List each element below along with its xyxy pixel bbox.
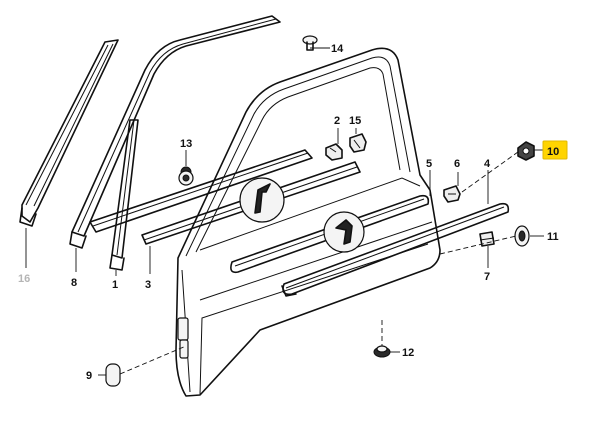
callout-3[interactable]: 3 bbox=[145, 279, 151, 291]
callout-2[interactable]: 2 bbox=[334, 115, 340, 127]
part-12-plug[interactable] bbox=[373, 345, 391, 358]
callout-10[interactable]: 10 bbox=[547, 146, 559, 158]
callout-4[interactable]: 4 bbox=[484, 158, 491, 170]
callout-13[interactable]: 13 bbox=[180, 138, 192, 150]
callout-1[interactable]: 1 bbox=[112, 279, 118, 291]
part-8-frame-seal[interactable] bbox=[69, 15, 281, 249]
door-shell bbox=[175, 47, 441, 397]
callout-14[interactable]: 14 bbox=[331, 43, 344, 55]
part-10-nut[interactable] bbox=[517, 141, 535, 161]
callout-16[interactable]: 16 bbox=[18, 273, 30, 285]
callout-labels: 16 8 1 3 2 15 13 14 5 6 4 10 7 11 12 9 bbox=[18, 43, 568, 382]
callout-10-highlight bbox=[542, 140, 568, 160]
callout-5[interactable]: 5 bbox=[426, 158, 432, 170]
part-1-guide-rail[interactable] bbox=[109, 119, 139, 271]
detail-circle-lower bbox=[323, 211, 365, 253]
callout-6[interactable]: 6 bbox=[454, 158, 460, 170]
part-15-clip[interactable] bbox=[349, 133, 367, 153]
part-11-grommet[interactable] bbox=[514, 225, 530, 247]
callout-12[interactable]: 12 bbox=[402, 347, 414, 359]
callout-8[interactable]: 8 bbox=[71, 277, 77, 289]
detail-circle-upper bbox=[239, 177, 285, 223]
part-16-window-channel[interactable] bbox=[19, 39, 119, 227]
part-6-clip[interactable] bbox=[443, 185, 461, 203]
callout-11[interactable]: 11 bbox=[547, 231, 559, 243]
callout-7[interactable]: 7 bbox=[484, 271, 490, 283]
callout-15[interactable]: 15 bbox=[349, 115, 361, 127]
leader-lines bbox=[25, 47, 544, 376]
part-2-clip[interactable] bbox=[325, 143, 343, 161]
part-14-push-clip[interactable] bbox=[302, 35, 318, 51]
part-4-side-moulding[interactable] bbox=[281, 202, 510, 297]
part-3-inner-belt-strip[interactable] bbox=[89, 149, 361, 245]
part-9-cover-cap[interactable] bbox=[105, 363, 121, 387]
callout-9[interactable]: 9 bbox=[86, 370, 92, 382]
part-13-screw[interactable] bbox=[178, 166, 194, 186]
